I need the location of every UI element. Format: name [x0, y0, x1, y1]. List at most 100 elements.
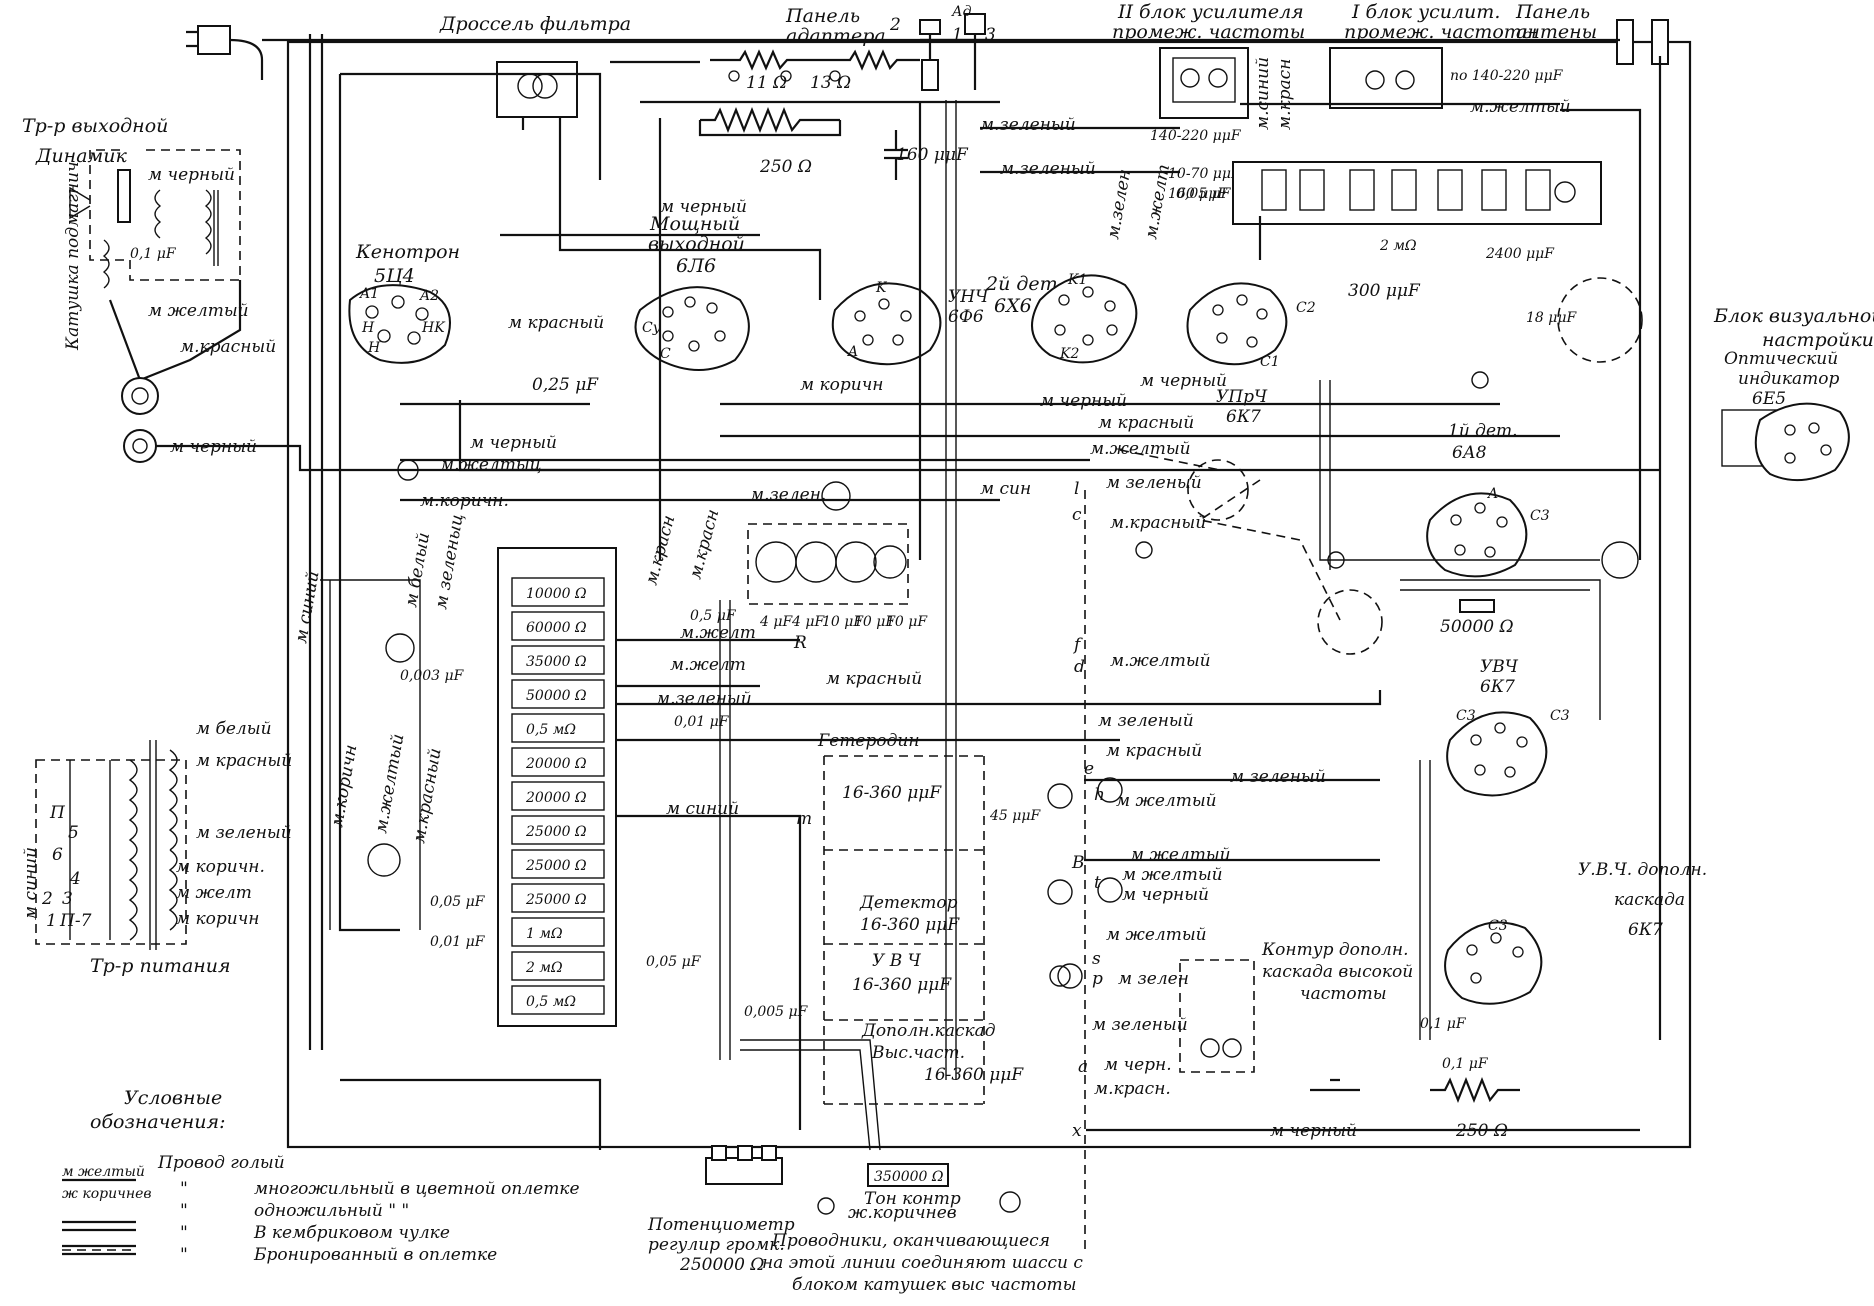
- optical-label-1: Оптический: [1724, 349, 1838, 369]
- c160b: 160 μμF: [1168, 186, 1228, 202]
- extra-hf-label-1: Дополн.каскад: [861, 1021, 996, 1041]
- unch-pin-a: A: [846, 344, 858, 360]
- filter-choke: Дроссель фильтра: [439, 13, 631, 130]
- c001b-label: 0,01 μF: [430, 934, 486, 950]
- uvch-tube: УВЧ 6К7 C3 C3: [1446, 657, 1570, 797]
- wl-green-top: м зеленый: [1230, 767, 1326, 787]
- extra-hf-label-2: Выс.част.: [871, 1043, 965, 1063]
- if1-label-2: промеж. частоты: [1344, 21, 1537, 43]
- cap-10uf-3: 10 μF: [886, 614, 928, 630]
- wl-bluev: м синий: [291, 569, 323, 644]
- wl-red-r5: м.красн.: [1094, 1079, 1171, 1099]
- wl-green2: м.зеленый: [980, 115, 1076, 135]
- pt-white: м белый: [196, 719, 272, 739]
- power-pin-cu: Cу: [642, 320, 662, 336]
- pt-pin-2: 2: [41, 889, 53, 909]
- power-pin-c: C: [660, 346, 671, 362]
- power-out-label-2: выходной: [648, 233, 745, 255]
- legend-ditto-3: ": [180, 1223, 188, 1243]
- legend-item-2: одножильный " ": [254, 1201, 409, 1221]
- tune-det-label: 16-360 μμF: [860, 915, 960, 935]
- wl-yel-r3: м желтый: [1122, 865, 1223, 885]
- det1-pin-c3: C3: [1530, 508, 1550, 524]
- extra-contour-label-2: каскада высокой: [1262, 962, 1413, 982]
- term-t: t: [1094, 873, 1101, 893]
- tune-uvch-label: 16-360 μμF: [852, 975, 952, 995]
- cap-10uf-2: 10 μF: [854, 614, 896, 630]
- chassis-note-1: Проводники, оканчивающиеся: [771, 1231, 1050, 1251]
- r11-label: 11 Ω: [746, 73, 787, 93]
- term-c: c: [1072, 505, 1082, 525]
- det2-pin-k2: K2: [1059, 346, 1079, 362]
- res-25000-2: 25000 Ω: [525, 858, 587, 874]
- c0005c-label: 0,05 μF: [646, 954, 702, 970]
- legend-sample-1: м желтый: [62, 1164, 145, 1180]
- c001-label: 0,01 μF: [674, 714, 730, 730]
- series-resistors: 11 Ω 13 Ω 250 Ω 160 μμF: [698, 49, 969, 180]
- plug-black-label: м черный: [170, 437, 257, 457]
- term-p: p: [1092, 969, 1103, 989]
- r350000-label: 350000 Ω: [874, 1169, 944, 1185]
- wl-yellow3: м.желтый: [1090, 439, 1191, 459]
- wl-green3: м.зелен.: [750, 485, 826, 505]
- uvch-extra-tube: У.В.Ч. дополн. каскада 6К7 C3 0,1 μF 0,1…: [1420, 860, 1707, 1141]
- uprch-label-1: УПрЧ: [1216, 387, 1268, 407]
- res-1m: 1 мΩ: [526, 926, 563, 942]
- filter-capacitors: 4 μF 4 μF 10 μF 10 μF 10 μF: [747, 523, 928, 630]
- out-transformer-label: Тр-р выходной: [22, 115, 168, 137]
- wl-redv: м.красный: [409, 747, 445, 845]
- det2-label-2: 6Х6: [994, 295, 1032, 317]
- wl-yellowv: м.желтый: [371, 732, 408, 835]
- adapter-panel-label-2: адаптера: [786, 25, 886, 47]
- wl-red3: м.красн: [642, 513, 680, 587]
- res-20000-1: 20000 Ω: [525, 756, 587, 772]
- wl-greenv: м зеленыц: [431, 512, 467, 611]
- potentiometer-label-2: регулир громк.: [648, 1235, 785, 1255]
- res-50000: 50000 Ω: [526, 688, 587, 704]
- pt-pin-1: 1: [46, 911, 57, 931]
- power-transformer-label: Тр-р питания: [90, 955, 231, 977]
- kenotron-label-2: 5Ц4: [374, 265, 415, 287]
- term-e: e: [1084, 759, 1094, 779]
- kenotron-pin-h1: H: [361, 320, 375, 336]
- if1-label-1: I блок усилит.: [1351, 1, 1500, 23]
- terminal-1: 1: [952, 25, 963, 45]
- adapter-panel: Панель адаптера Ад 2 3 1: [785, 4, 996, 91]
- term-f: f: [1072, 635, 1083, 655]
- wire-labels: м черный м.зеленый м.зеленый м красный м…: [291, 57, 1570, 1223]
- tune-het-label: 16-360 μμF: [842, 783, 942, 803]
- wl-red-l: м.красный: [1110, 513, 1206, 533]
- wl-brown2: м.коричн.: [420, 491, 509, 511]
- r2m-label: 2 мΩ: [1379, 238, 1417, 254]
- unch-label-2: 6Ф6: [948, 307, 984, 327]
- wl-blue-m: м синий: [666, 799, 739, 819]
- field-coil-label: Катушка подмагнич: [63, 161, 83, 351]
- choke-label: Дроссель фильтра: [439, 13, 631, 35]
- wl-green-if: м.зелен: [1103, 168, 1135, 241]
- if2-label-1: II блок усилителя: [1117, 1, 1304, 23]
- pt-red: м красный: [196, 751, 292, 771]
- term-r: R: [793, 633, 807, 653]
- chassis-note: Проводники, оканчивающиеся на этой линии…: [762, 1231, 1083, 1295]
- wl-blue-if: м.синий: [1253, 57, 1273, 130]
- antenna-panel-label-2: антены: [1516, 21, 1597, 43]
- det1-label-2: 6А8: [1452, 443, 1487, 463]
- wl-brown-tone: ж.коричнев: [848, 1203, 957, 1223]
- legend-title-1: Условные: [124, 1087, 222, 1109]
- wl-green: м.зеленый: [1000, 159, 1096, 179]
- pt-green: м зеленый: [196, 823, 292, 843]
- wl-black2: м черный: [1040, 391, 1127, 411]
- uvch-extra-label-1: У.В.Ч. дополн.: [1578, 860, 1707, 880]
- kenotron-pin-a1: A1: [358, 286, 379, 302]
- wl-red-if: м.красн: [1275, 59, 1295, 130]
- kenotron-tube: Кенотрон 5Ц4 A1 A2 H H HK: [348, 241, 460, 364]
- wl-yel-top: м.желтый: [1470, 97, 1571, 117]
- c01c-label: 0,1 μF: [1442, 1056, 1489, 1072]
- wl-black: м черный: [660, 197, 747, 217]
- wl-red4: м.красн: [686, 507, 724, 581]
- kenotron-pin-h2: H: [367, 340, 381, 356]
- wl-green-r3: м зелен: [1118, 969, 1189, 989]
- c0003-label: 0,003 μF: [400, 668, 465, 684]
- ot-yellow-label: м желтый: [148, 301, 249, 321]
- power-plug: [186, 25, 324, 1050]
